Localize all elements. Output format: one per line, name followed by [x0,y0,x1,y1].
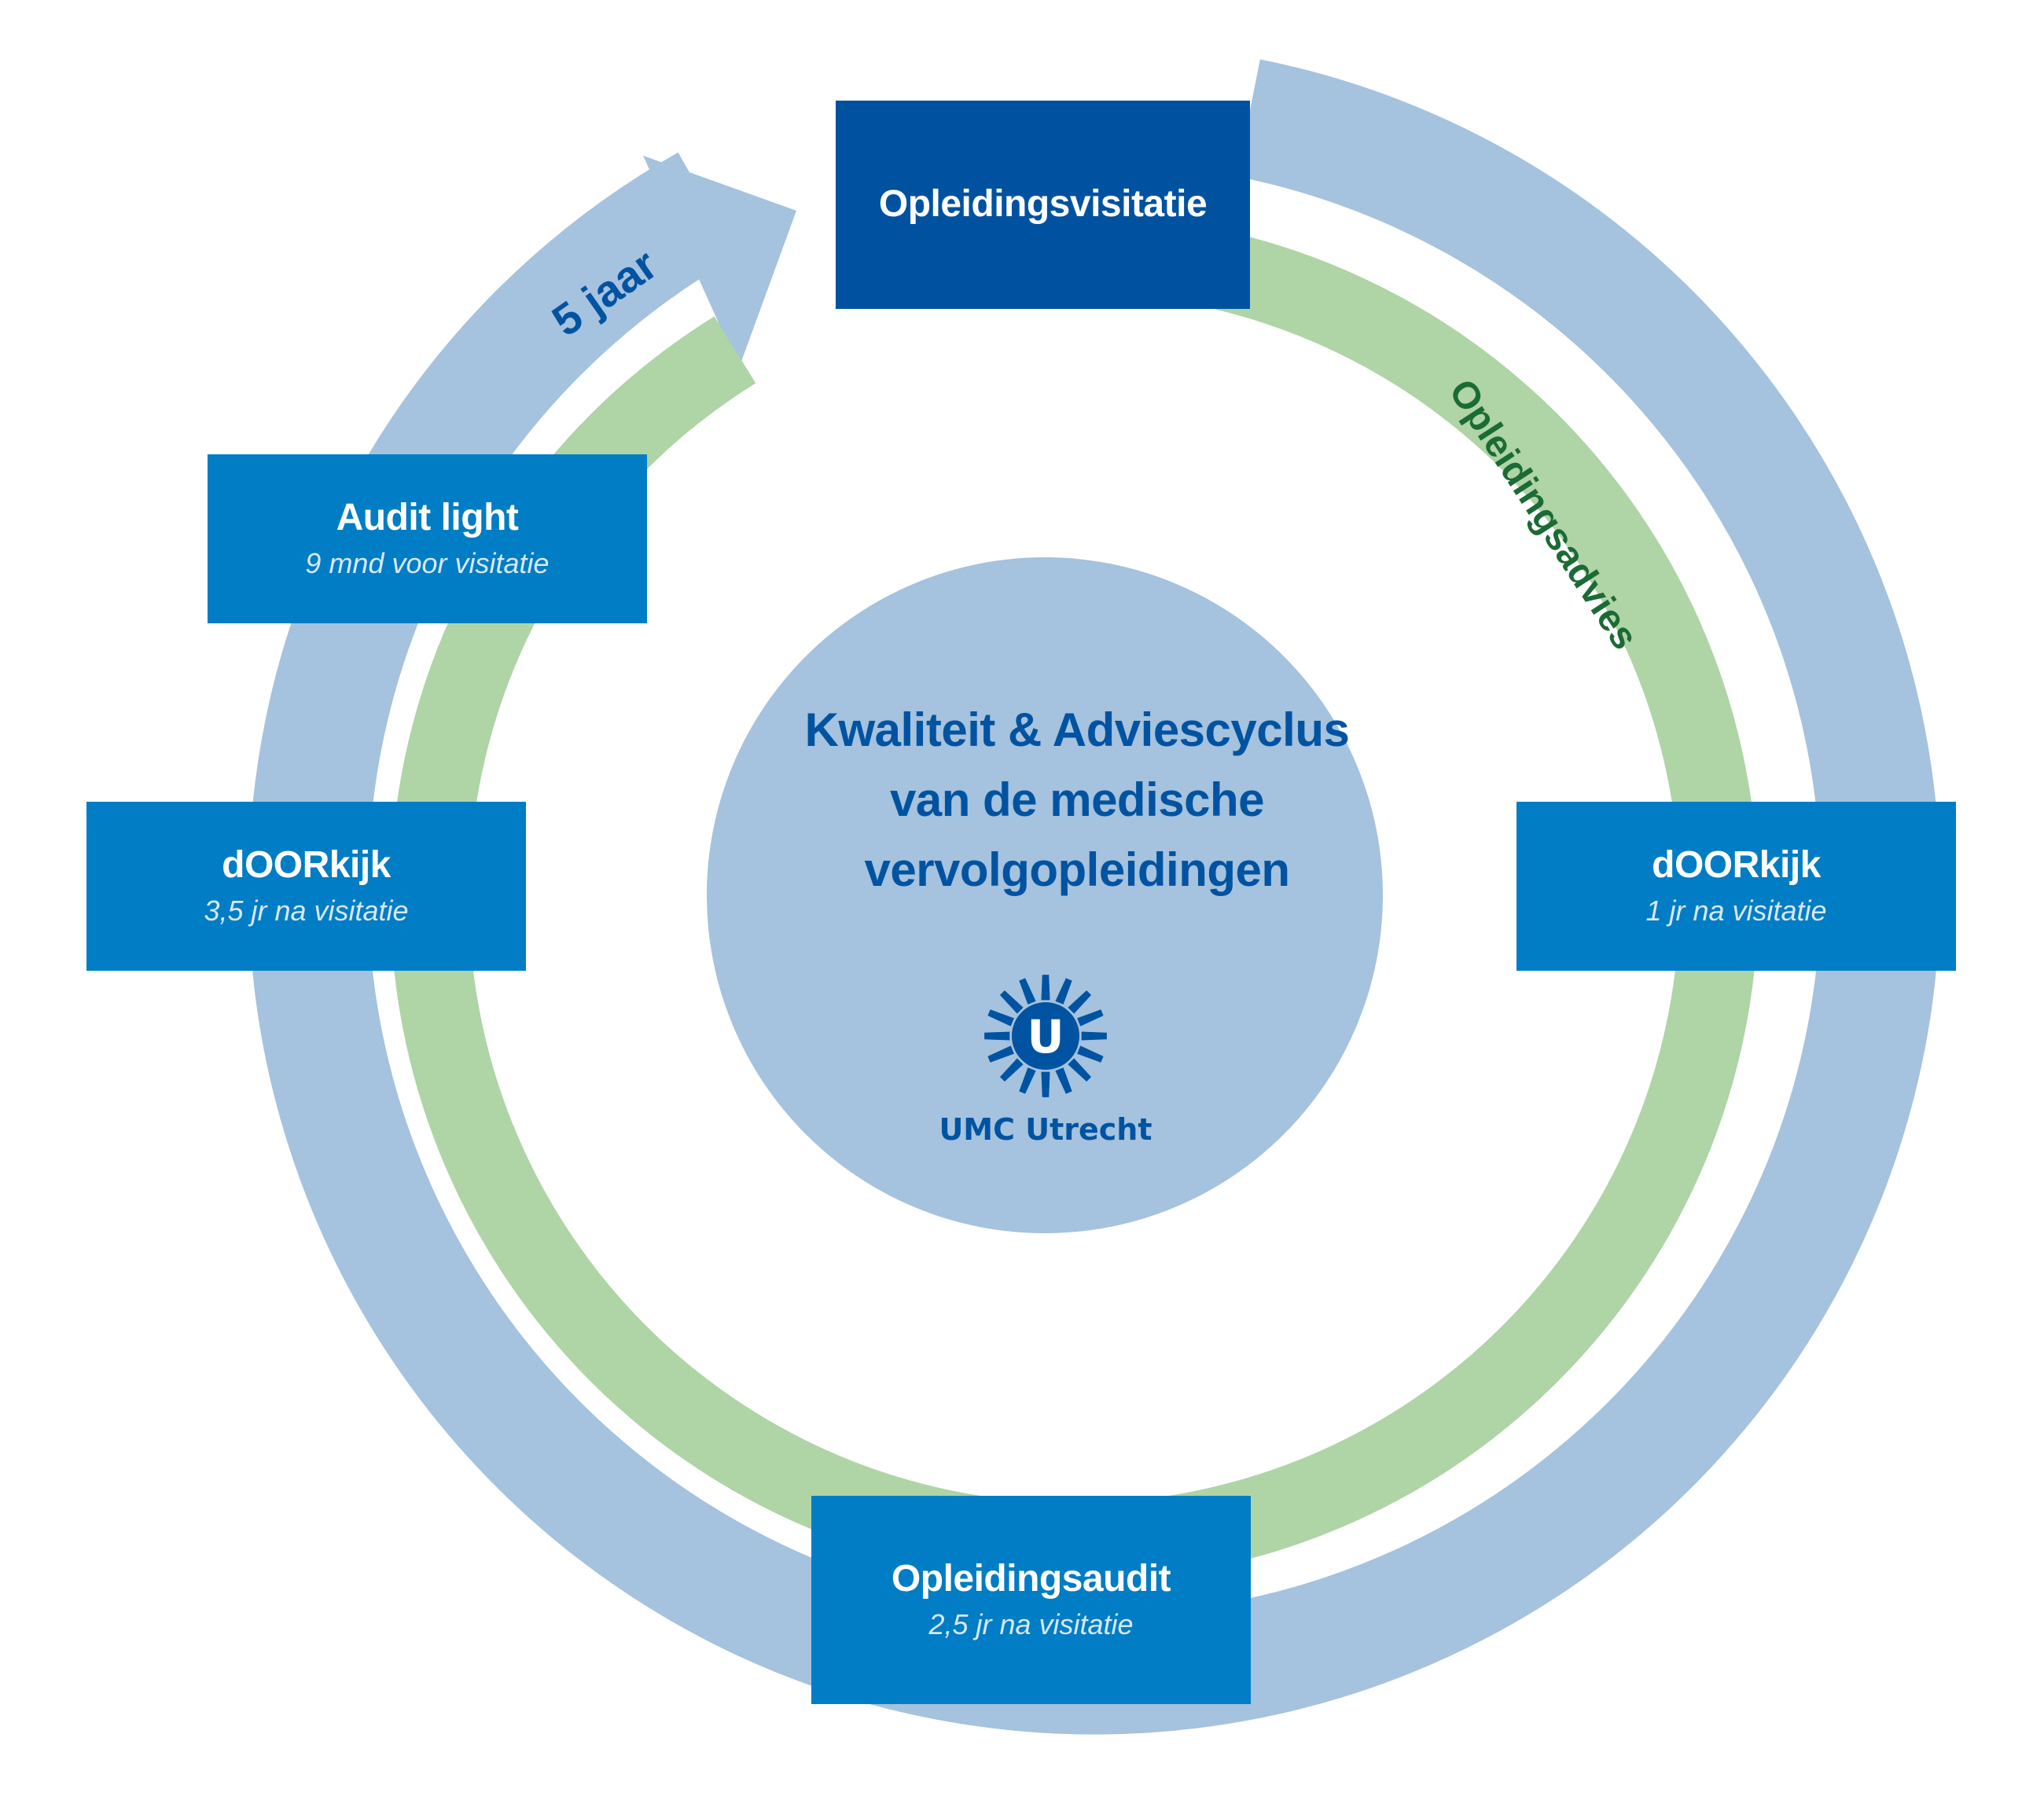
logo-ray [1077,1009,1104,1027]
step-subtitle: 9 mnd voor visitatie [305,546,550,579]
logo-ray [999,1058,1024,1082]
step-audit-light: Audit light 9 mnd voor visitatie [208,454,647,623]
logo-ray [1055,978,1072,1005]
logo-ray [987,1045,1014,1063]
umc-logo-icon: U [984,975,1107,1097]
cycle-arrow-head [643,156,796,368]
step-title: Audit light [336,497,519,539]
logo-ray [1068,990,1092,1014]
title-line-3: vervolgopleidingen [864,843,1290,896]
step-doorkijk-1-jaar: dOORkijk 1 jr na visitatie [1516,802,1956,971]
logo-ray [1081,1031,1107,1041]
step-opleidingsaudit: Opleidingsaudit 2,5 jr na visitatie [811,1496,1251,1704]
logo-ray [1041,1071,1050,1097]
step-subtitle: 1 jr na visitatie [1645,894,1827,927]
logo-ray [1019,978,1036,1005]
logo-ray [1041,975,1050,1001]
logo-ray [987,1009,1014,1027]
step-title: Opleidingsaudit [891,1558,1171,1600]
logo-ray [999,990,1024,1014]
title-line-1: Kwaliteit & Adviescyclus [804,703,1350,756]
logo-letter: U [1027,1010,1064,1063]
step-subtitle: 3,5 jr na visitatie [204,894,409,927]
logo-ray [984,1031,1010,1041]
logo-ray [1077,1045,1104,1063]
step-title: dOORkijk [222,844,391,887]
step-subtitle: 2,5 jr na visitatie [928,1607,1134,1640]
step-doorkijk-3-5-jaar: dOORkijk 3,5 jr na visitatie [86,802,526,971]
logo-ray [1019,1067,1036,1094]
step-title: Opleidingsvisitatie [878,183,1208,226]
diagram-title: Kwaliteit & Adviescyclus van de medische… [723,696,1431,905]
logo-ray [1068,1058,1092,1082]
step-title: dOORkijk [1652,844,1821,887]
logo-name: UMC Utrecht [939,1112,1153,1147]
logo-ray [1055,1067,1072,1094]
center-disc [707,557,1383,1233]
title-line-2: van de medische [889,773,1265,826]
step-opleidingsvisitatie: Opleidingsvisitatie [836,101,1250,309]
